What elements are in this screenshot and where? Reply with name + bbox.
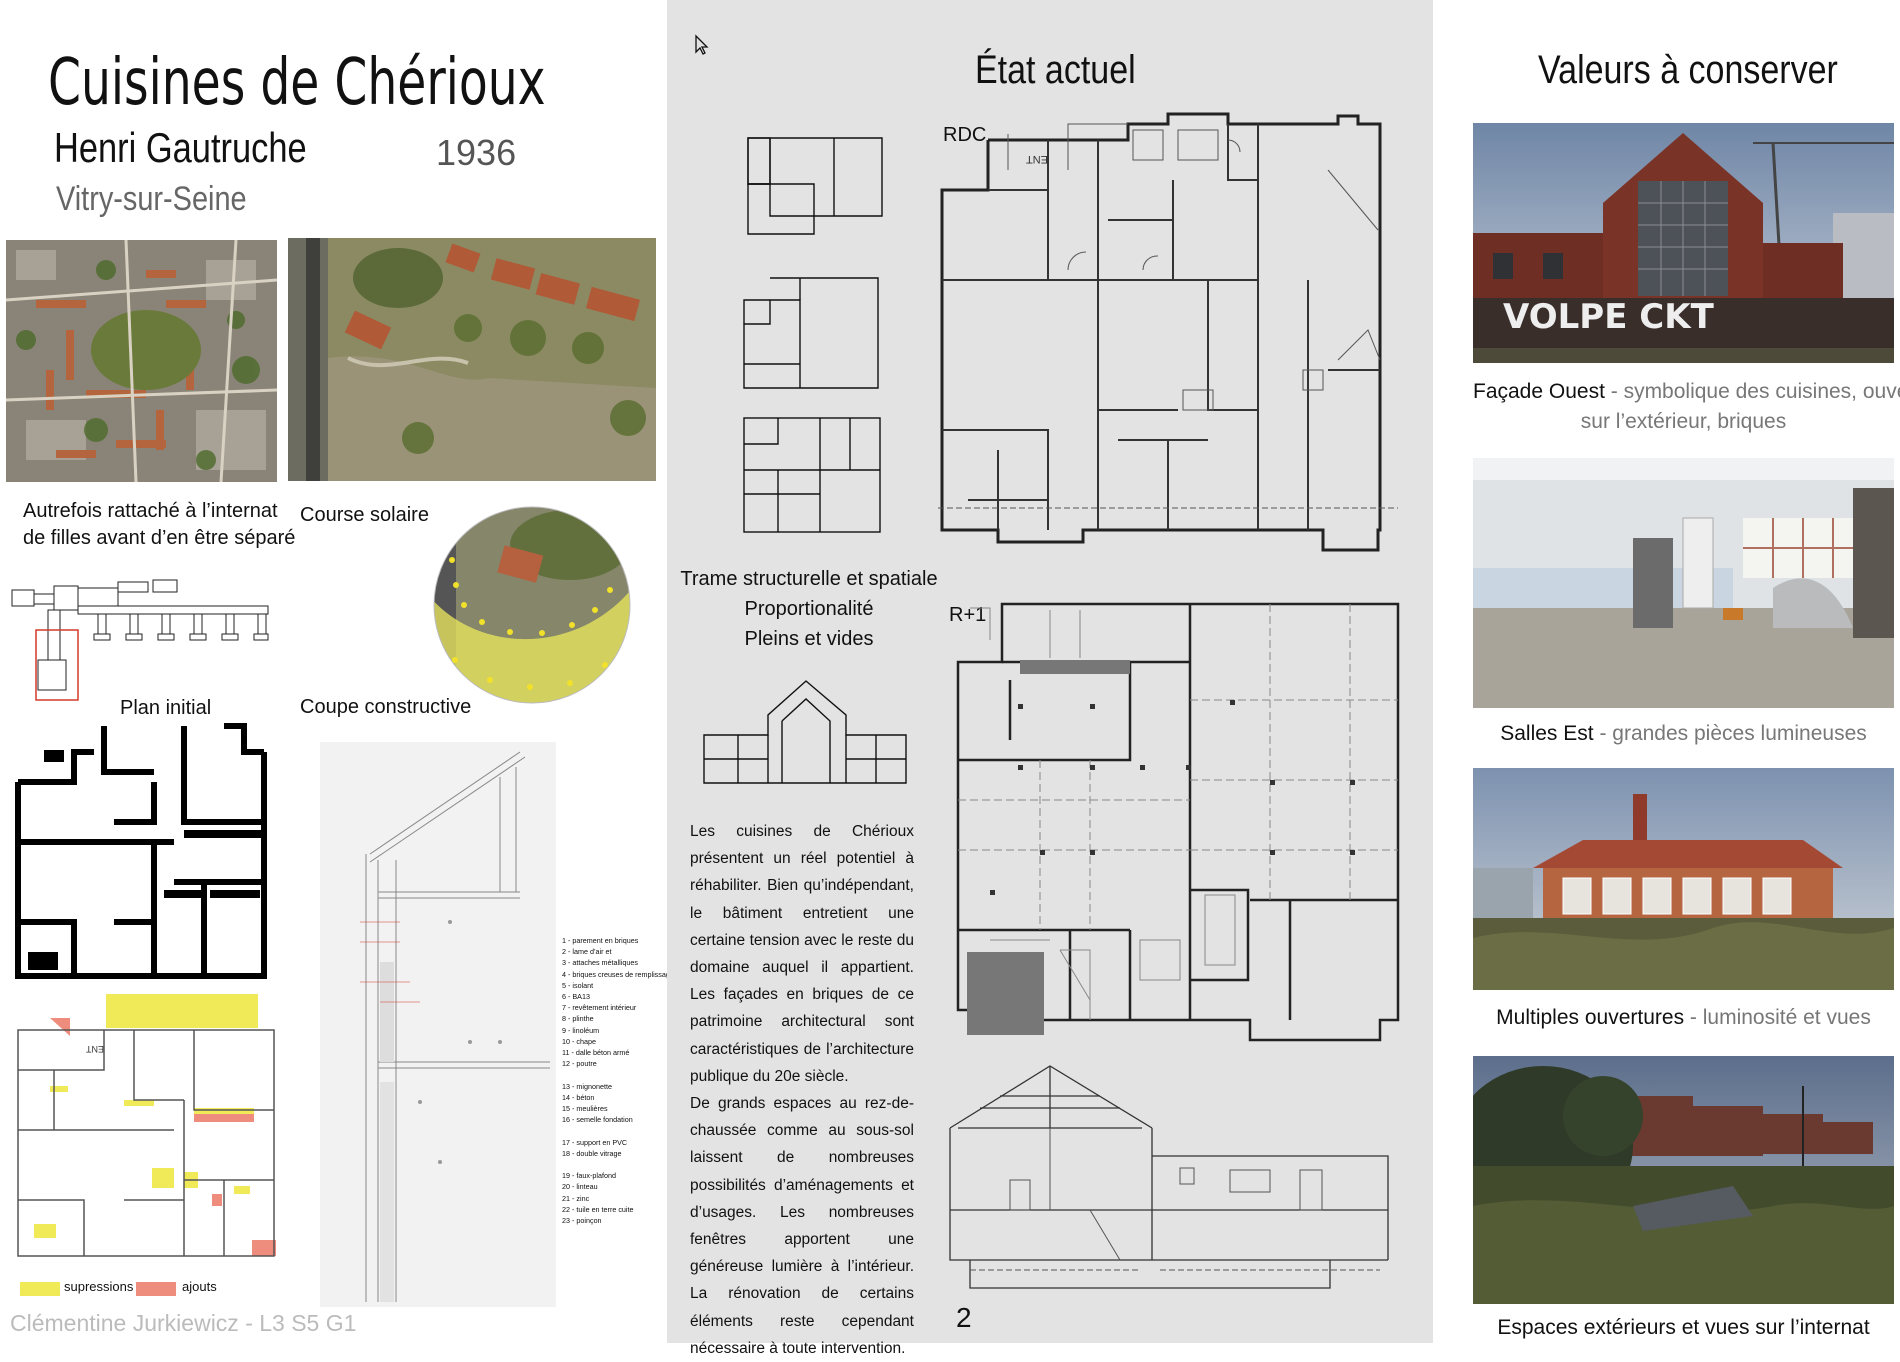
trame-line1: Trame structurelle et spatiale [680, 568, 938, 590]
caption-initial-plan: Plan initial [120, 697, 212, 719]
site-block-plan [8, 578, 270, 702]
section-legend-item: 13 - mignonette [562, 1081, 612, 1091]
rdc-ent-label: ENT [1026, 153, 1048, 165]
description-paragraph-2: De grands espaces au rez-de-chaussée com… [690, 1095, 914, 1357]
caption-east-rooms-rest: - grandes pièces lumineuses [1593, 722, 1867, 745]
author-footer: Clémentine Jurkiewicz - L3 S5 G1 [10, 1310, 357, 1336]
section-legend-item: 11 - dalle béton armé [562, 1048, 630, 1058]
caption-west-facade-rest: - symbolique des cuisines, ouvertures [1610, 380, 1900, 403]
plan-ent-label: ENT [85, 1044, 104, 1054]
initial-floor-plan [14, 722, 268, 980]
label-rdc: RDC [943, 124, 987, 146]
building-section-drawing [940, 1060, 1410, 1300]
caption-east-rooms: Salles Est - grandes pièces lumineuses [1473, 722, 1894, 746]
section-legend-item: 19 - faux-plafond [562, 1171, 616, 1181]
ground-floor-plan: ENT [928, 110, 1408, 568]
caption-west-facade-line2: sur l’extérieur, briques [1580, 410, 1787, 433]
trame-line3: Pleins et vides [744, 628, 874, 650]
page-number: 2 [956, 1302, 972, 1333]
caption-construction-section: Coupe constructive [300, 696, 472, 718]
page-title: Cuisines de Chérioux [48, 46, 546, 120]
section-legend-item: 21 - zinc [562, 1193, 590, 1203]
section-legend-item: 15 - meulières [562, 1104, 608, 1114]
caption-exterior-spaces: Espaces extérieurs et vues sur l’interna… [1497, 1316, 1870, 1339]
section-legend-item: 10 - chape [562, 1036, 596, 1046]
photo-west-facade: VOLPE CKT [1473, 123, 1894, 363]
caption-west-facade: Façade Ouest - symbolique des cuisines, … [1473, 380, 1900, 404]
caption-west-facade-bold: Façade Ouest [1473, 380, 1605, 403]
first-floor-plan [950, 600, 1405, 1045]
section-legend-item: 20 - linteau [562, 1182, 598, 1192]
section-legend-item: 9 - linoléum [562, 1025, 600, 1035]
aerial-photo-site [288, 238, 656, 481]
caption-multiple-openings-bold: Multiples ouvertures [1496, 1006, 1685, 1029]
section-legend-item: 16 - semelle fondation [562, 1115, 633, 1125]
aerial-photo-district [6, 240, 277, 482]
section-legend-item: 17 - support en PVC [562, 1137, 628, 1147]
section-legend-item: 12 - poutre [562, 1059, 597, 1069]
cursor-arrow-icon [694, 34, 710, 56]
city-name: Vitry-sur-Seine [56, 180, 247, 218]
year: 1936 [436, 132, 517, 173]
section-legend-item: 5 - isolant [562, 980, 594, 990]
photo-east-rooms [1473, 458, 1894, 708]
section-legend: 1 - parement en briques 2 - lame d’air e… [562, 935, 674, 1226]
section-legend-item: 23 - poinçon [562, 1216, 602, 1226]
photo-multiple-openings [1473, 768, 1894, 990]
caption-east-rooms-bold: Salles Est [1500, 722, 1594, 745]
legend-swatch-red [136, 1282, 176, 1296]
structural-grid-diagrams [740, 134, 890, 534]
graffiti-text: VOLPE CKT [1503, 297, 1715, 337]
section-legend-item: 6 - BA13 [562, 992, 590, 1002]
caption-sun-path: Course solaire [300, 504, 429, 526]
architect-name: Henri Gautruche [54, 124, 307, 171]
legend-removed-label: supressions [64, 1279, 134, 1294]
legend-added-label: ajouts [182, 1279, 217, 1294]
label-r1: R+1 [949, 604, 987, 626]
current-state-title: État actuel [975, 48, 1136, 92]
section-legend-item: 1 - parement en briques [562, 936, 639, 945]
section-legend-item: 7 - revêtement intérieur [562, 1003, 637, 1013]
caption-multiple-openings: Multiples ouvertures - luminosité et vue… [1473, 1006, 1894, 1030]
construction-section-drawing [320, 742, 556, 1307]
section-legend-item: 22 - tuile en terre cuite [562, 1204, 634, 1214]
renovation-plan-colored: ENT [14, 990, 282, 1260]
volume-elevation-diagram [700, 675, 910, 785]
section-legend-item: 4 - briques creuses de remplissage [562, 969, 674, 979]
caption-aerial-line1: Autrefois rattaché à l’internat [23, 500, 278, 522]
section-legend-item: 14 - béton [562, 1092, 595, 1102]
section-legend-item: 18 - double vitrage [562, 1148, 622, 1158]
values-title: Valeurs à conserver [1538, 48, 1838, 92]
trame-line2: Proportionalité [744, 598, 874, 620]
legend-swatch-yellow [20, 1282, 60, 1296]
caption-aerial-line2: de filles avant d’en être séparé [23, 527, 296, 549]
photo-exterior-spaces [1473, 1056, 1894, 1304]
caption-multiple-openings-rest: - luminosité et vues [1684, 1006, 1871, 1029]
section-legend-item: 8 - plinthe [562, 1014, 594, 1024]
description-paragraph-1: Les cuisines de Chérioux présentent un r… [690, 823, 914, 1085]
section-legend-item: 2 - lame d’air et [562, 947, 612, 957]
sun-path-diagram [430, 505, 635, 705]
section-legend-item: 3 - attaches métalliques [562, 958, 638, 968]
